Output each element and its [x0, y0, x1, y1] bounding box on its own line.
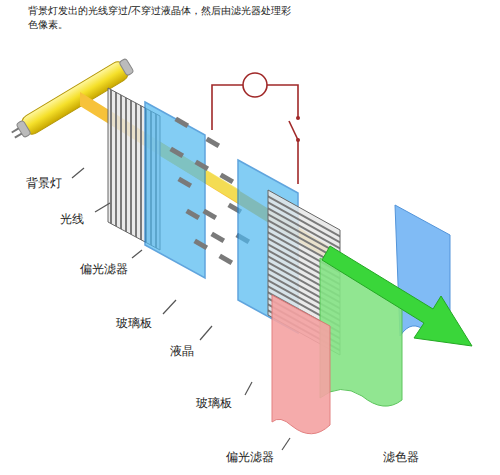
part-label: 液晶 — [170, 344, 194, 358]
leader-line — [72, 168, 290, 450]
switch-contact — [296, 138, 300, 142]
color-filter — [272, 295, 330, 434]
diagram-title: 背景灯发出的光线穿过/不穿过液晶体，然后由滤光器处理彩色像素。 — [28, 4, 300, 31]
part-label: 光线 — [60, 212, 84, 226]
part-label: 玻璃板 — [116, 316, 152, 330]
part-label: 滤色器 — [383, 450, 419, 464]
output-arrow — [322, 246, 472, 346]
part-label: 偏光滤器 — [226, 450, 274, 464]
switch-contact — [296, 116, 300, 120]
part-label: 背景灯 — [26, 176, 62, 190]
part-label: 偏光滤器 — [80, 262, 128, 276]
control-circuit — [212, 73, 298, 184]
glass-plate — [145, 102, 205, 278]
part-label: 玻璃板 — [196, 396, 232, 410]
